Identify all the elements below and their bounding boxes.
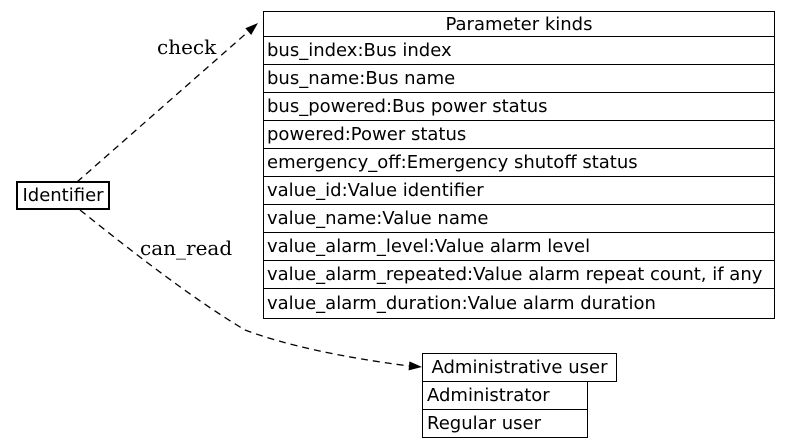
parameter-kinds-row-emergency-off: emergency_off:Emergency shutoff status (264, 149, 774, 177)
parameter-kinds-row-value-id: value_id:Value identifier (264, 177, 774, 205)
parameter-kinds-row-bus-name: bus_name:Bus name (264, 65, 774, 93)
edge-label-can-read: can_read (140, 236, 233, 260)
parameter-kinds-row-value-name: value_name:Value name (264, 205, 774, 233)
edge-can-read-arrowhead-icon (408, 361, 422, 371)
parameter-kinds-row-powered: powered:Power status (264, 121, 774, 149)
parameter-kinds-row-bus-index: bus_index:Bus index (264, 37, 774, 65)
node-identifier: Identifier (16, 181, 110, 210)
parameter-kinds-row-value-alarm-level: value_alarm_level:Value alarm level (264, 233, 774, 261)
parameter-kinds-row-value-alarm-duration: value_alarm_duration:Value alarm duratio… (267, 292, 656, 314)
edge-check-line (76, 31, 249, 183)
node-administrative-user-title: Administrative user (422, 353, 617, 382)
node-parameter-kinds: Parameter kinds bus_index:Bus index bus_… (263, 11, 775, 319)
edge-check-arrowhead-icon (245, 23, 258, 35)
parameter-kinds-title: Parameter kinds (264, 12, 774, 37)
parameter-kinds-row-value-alarm-repeated: value_alarm_repeated:Value alarm repeat … (264, 261, 774, 289)
edge-can-read-line (79, 209, 410, 367)
parameter-kinds-row-bus-powered: bus_powered:Bus power status (264, 93, 774, 121)
administrative-user-row-regular-user: Regular user (423, 409, 587, 437)
administrative-user-row-administrator: Administrator (427, 385, 550, 406)
edge-label-check: check (157, 35, 217, 59)
node-administrative-user-rows: Administrator Regular user (422, 381, 588, 438)
